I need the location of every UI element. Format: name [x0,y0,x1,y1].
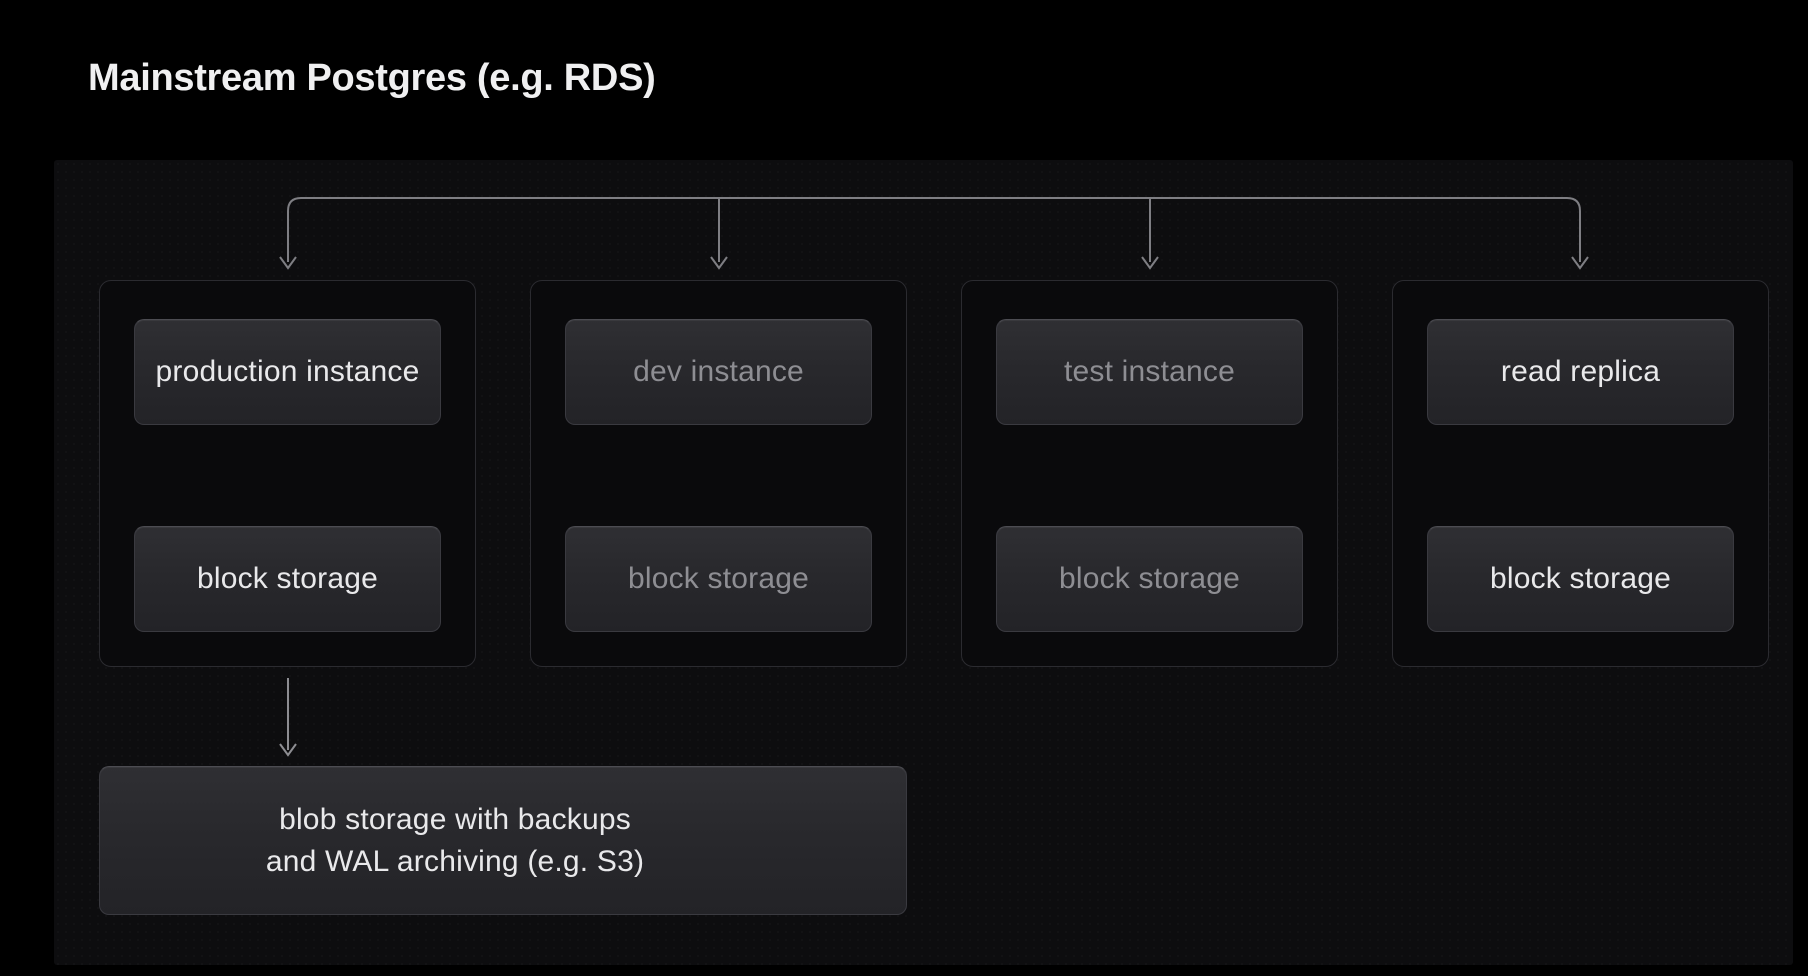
test-instance-node: test instance [996,319,1303,425]
production-instance-node: production instance [134,319,441,425]
blob-storage-line1: blob storage with backups [279,802,631,836]
test-block-storage-node: block storage [996,526,1303,632]
read-replica-block-storage-node: block storage [1427,526,1734,632]
blob-storage-line2: and WAL archiving (e.g. S3) [265,844,645,878]
dev-group: dev instance block storage [530,280,907,667]
page-title: Mainstream Postgres (e.g. RDS) [88,57,656,99]
read-replica-node: read replica [1427,319,1734,425]
production-block-storage-node: block storage [134,526,441,632]
dev-instance-node: dev instance [565,319,872,425]
dev-block-storage-node: block storage [565,526,872,632]
blob-storage-node: blob storage with backups and WAL archiv… [99,766,907,915]
production-group: production instance block storage [99,280,476,667]
test-group: test instance block storage [961,280,1338,667]
read-replica-group: read replica block storage [1392,280,1769,667]
